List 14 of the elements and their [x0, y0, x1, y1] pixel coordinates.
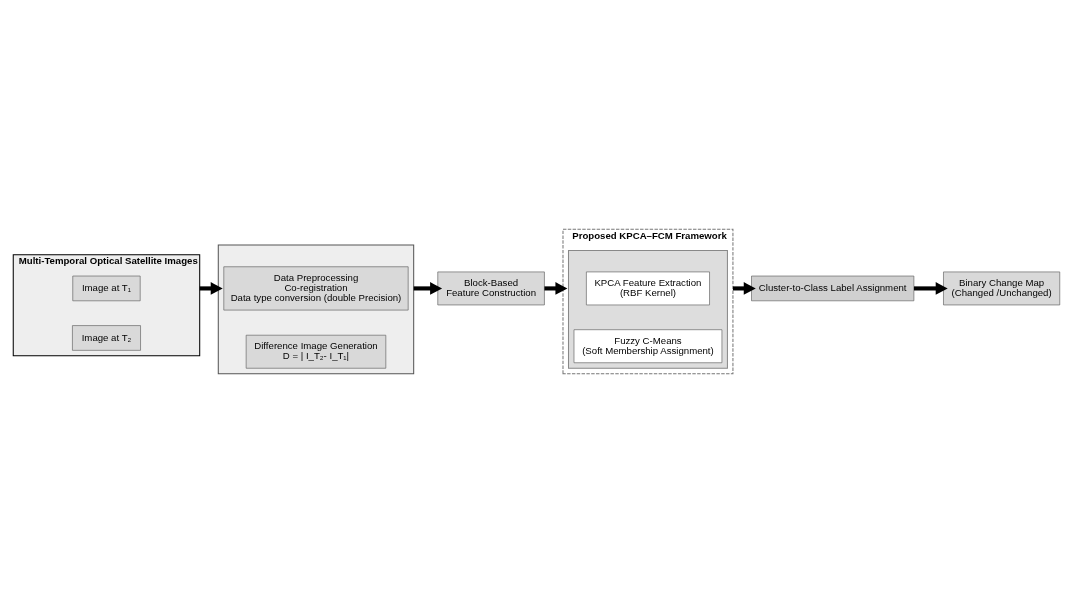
- arrow: [413, 282, 443, 295]
- node-box: Fuzzy C-Means (Soft Membership Assignment): [573, 329, 723, 364]
- node-box: Difference Image Generation D = | I_T₂- I_T₁|: [245, 334, 387, 369]
- node-box: Block-Based Feature Construction: [437, 271, 545, 306]
- arrow: [199, 282, 223, 295]
- node-box: Binary Change Map (Changed /Unchanged): [943, 271, 1061, 306]
- arrow: [913, 282, 948, 295]
- cluster: [567, 250, 728, 369]
- node-box: Cluster-to-Class Label Assignment: [751, 275, 915, 302]
- cluster: [217, 244, 415, 375]
- node-box: Data Preprocessing Co-registration Data type conversion (double Precision): [223, 266, 409, 311]
- node-box: Image at T₂: [72, 325, 141, 351]
- node-box: KPCA Feature Extraction (RBF Kernel): [586, 271, 710, 306]
- node-box: Image at T₁: [72, 275, 141, 302]
